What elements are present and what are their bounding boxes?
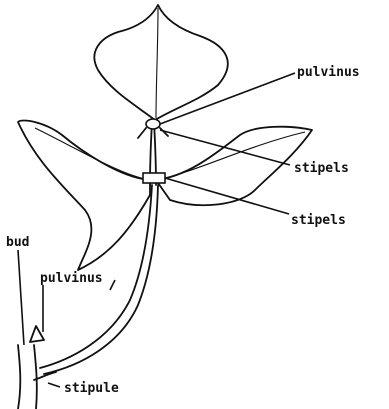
label-stipels-lower: stipels	[291, 213, 346, 228]
label-stipule: stipule	[64, 381, 119, 396]
stem	[18, 345, 37, 409]
label-bud: bud	[6, 235, 29, 250]
label-pulvinus-top: pulvinus	[297, 65, 360, 80]
label-stipels-upper: stipels	[294, 161, 349, 176]
lower-left-leaflet	[18, 121, 150, 270]
lower-right-leaflet	[156, 127, 312, 205]
bud-shape	[30, 326, 44, 342]
lower-stipels-shape	[143, 173, 165, 183]
terminal-leaflet	[94, 5, 227, 120]
pulvinus-upper-swelling	[146, 119, 160, 129]
label-pulvinus-bottom: pulvinus	[40, 271, 103, 286]
